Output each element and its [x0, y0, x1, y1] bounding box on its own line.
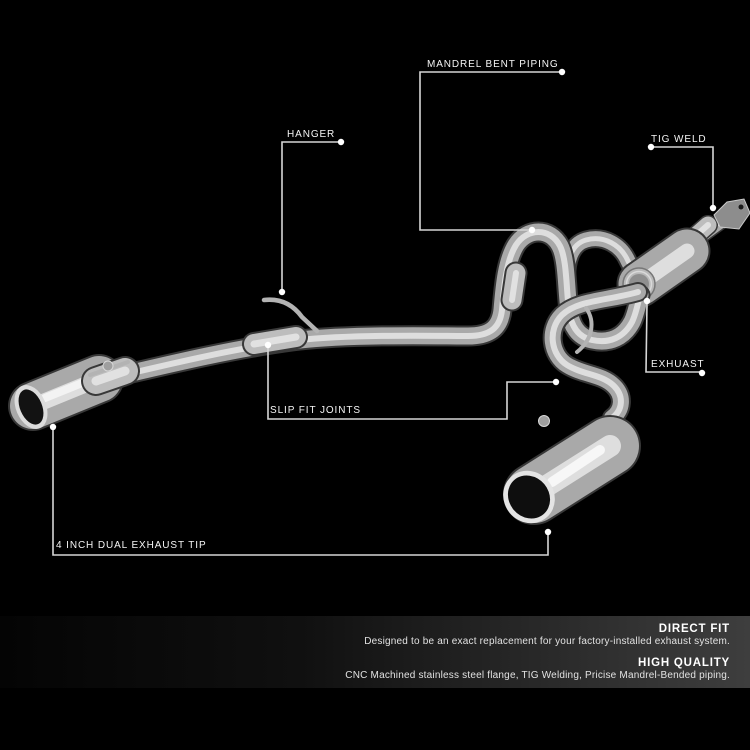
hanger-rod-left — [261, 297, 320, 334]
info-panel: DIRECT FIT Designed to be an exact repla… — [0, 616, 750, 688]
callout-label-mandrel-bent-piping: MANDREL BENT PIPING — [427, 59, 559, 70]
info-section-high-quality: HIGH QUALITY CNC Machined stainless stee… — [345, 657, 730, 682]
callout-label-slip-fit-joints: SLIP FIT JOINTS — [270, 405, 361, 416]
callout-line-exhaust — [643, 297, 706, 377]
exhaust-tip-right — [492, 446, 610, 534]
exhaust-tip-left — [8, 361, 128, 434]
callout-line-mandrel-bent-piping — [419, 68, 566, 234]
info-section-direct-fit: DIRECT FIT Designed to be an exact repla… — [364, 623, 730, 648]
callout-label-hanger: HANGER — [287, 129, 336, 140]
inlet-flange — [713, 198, 750, 230]
callout-line-four-inch-tip — [49, 423, 552, 556]
callout-line-tig-weld — [647, 143, 717, 212]
info-desc-high-quality: CNC Machined stainless steel flange, TIG… — [345, 669, 730, 681]
callout-line-slip-fit-joints — [264, 341, 560, 420]
callout-line-hanger — [278, 138, 345, 296]
hanger-rod-right — [575, 306, 594, 354]
info-title-high-quality: HIGH QUALITY — [637, 656, 730, 669]
info-desc-direct-fit: Designed to be an exact replacement for … — [364, 635, 730, 647]
callout-label-four-inch-tip: 4 INCH DUAL EXHAUST TIP — [56, 540, 207, 551]
s-bend-pipe — [538, 292, 639, 427]
callout-label-tig-weld: TIG WELD — [651, 134, 707, 145]
info-title-direct-fit: DIRECT FIT — [658, 622, 730, 635]
callout-label-exhaust: EXHUAST — [651, 359, 705, 370]
